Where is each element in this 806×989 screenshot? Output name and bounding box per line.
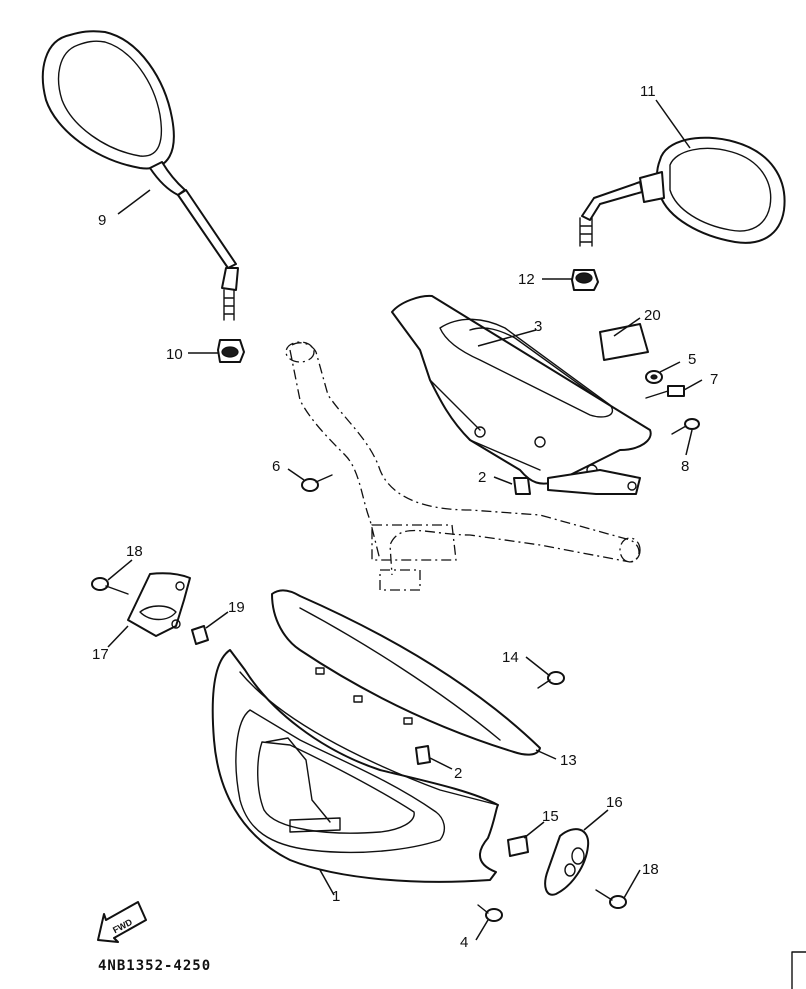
callout-18-left: 18	[126, 543, 143, 560]
callout-8: 8	[681, 458, 689, 475]
callout-10: 10	[166, 346, 183, 363]
callout-16: 16	[606, 794, 623, 811]
screw-18-left-part	[91, 577, 129, 595]
clip-19-part	[191, 625, 209, 645]
callout-15: 15	[542, 808, 559, 825]
callout-12: 12	[518, 271, 535, 288]
nut-2-upper-part	[513, 477, 531, 495]
callout-18-right: 18	[642, 861, 659, 878]
callout-9: 9	[98, 212, 106, 229]
callout-20: 20	[644, 307, 661, 324]
callout-2-upper: 2	[478, 469, 486, 486]
screw-8-part	[671, 418, 700, 435]
callout-7: 7	[710, 371, 718, 388]
callout-5: 5	[688, 351, 696, 368]
screw-7-part	[645, 385, 685, 399]
screw-18-right-part	[595, 889, 627, 909]
right-bracket-part	[544, 828, 590, 896]
screw-4-part	[477, 904, 503, 922]
drawing-code: 4NB1352-4250	[98, 958, 211, 974]
screw-6-part	[301, 474, 333, 492]
mirror-nut-right-part	[571, 269, 599, 291]
callout-11: 11	[640, 83, 656, 100]
nut-2-lower-part	[415, 745, 431, 765]
handlebar-hidden-part	[285, 341, 641, 591]
callout-4: 4	[460, 934, 468, 951]
front-visor-part	[271, 589, 541, 756]
headlight-cover-part	[211, 649, 499, 883]
bolt-14-part	[537, 671, 565, 689]
callout-19: 19	[228, 599, 245, 616]
left-bracket-part	[127, 572, 191, 637]
frame-corner	[791, 951, 806, 989]
callout-14: 14	[502, 649, 519, 666]
mirror-nut-left-part	[217, 339, 245, 363]
handlebar-upper-cover-part	[391, 294, 652, 495]
callout-17: 17	[92, 646, 109, 663]
callout-6: 6	[272, 458, 280, 475]
callout-2-lower: 2	[454, 765, 462, 782]
left-mirror-part	[41, 30, 239, 321]
forward-direction-arrow: FWD	[97, 901, 147, 943]
callout-1: 1	[332, 888, 340, 905]
leader-lines	[107, 99, 703, 941]
clip-15-part	[507, 835, 529, 857]
callout-3: 3	[534, 318, 542, 335]
bolt-5-part	[645, 370, 663, 384]
right-mirror-part	[579, 136, 786, 247]
callout-13: 13	[560, 752, 577, 769]
